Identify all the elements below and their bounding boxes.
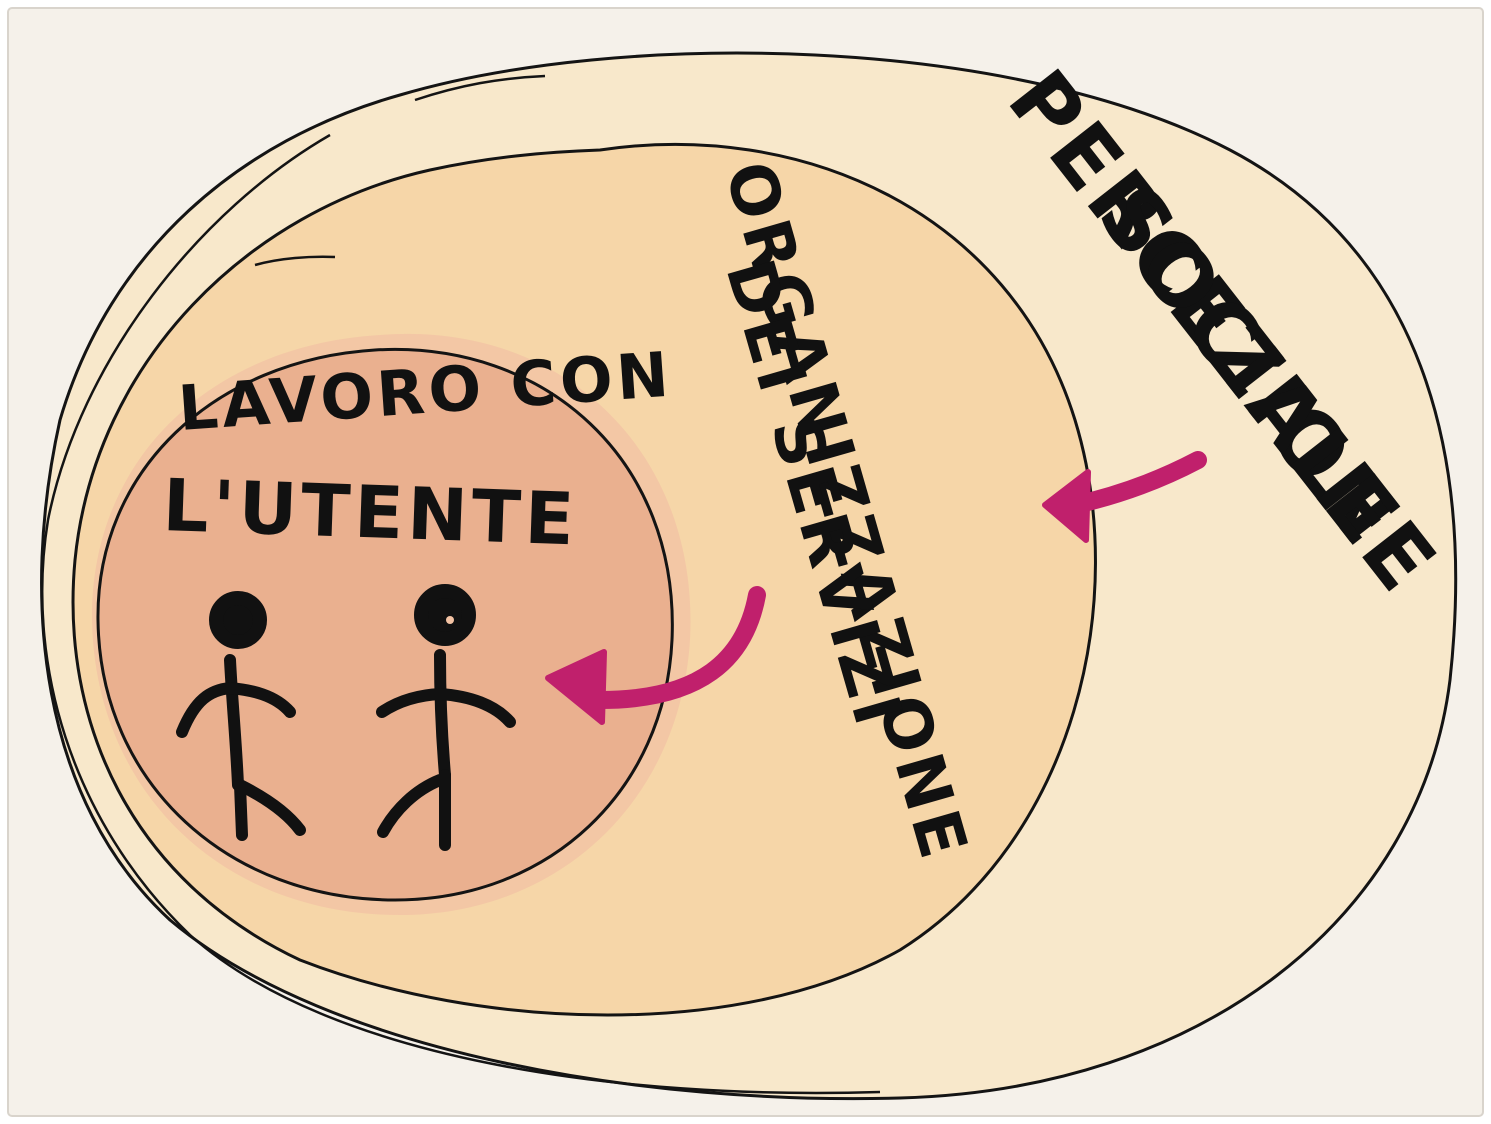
person-head (414, 584, 476, 646)
person-arms (376, 688, 516, 728)
outer-circle-sketch-tail (414, 74, 546, 102)
person-arms (176, 682, 296, 738)
outer-circle-sketch-stroke (40, 133, 881, 1095)
person-body (224, 654, 244, 791)
arrow-head-outer-to-middle (1042, 469, 1091, 543)
middle-circle-sketch-stroke (254, 255, 336, 267)
person-icon (176, 591, 306, 841)
person-body (434, 649, 451, 781)
arrow-icon (1042, 451, 1207, 543)
inner-label-line2: L'UTENTE (161, 463, 579, 561)
person-icon (376, 584, 516, 851)
person-legs (234, 779, 306, 841)
arrow-shaft-middle-to-inner (591, 586, 766, 709)
arrow-head-middle-to-inner (545, 649, 607, 725)
arrow-icon (545, 586, 766, 725)
person-legs (377, 769, 451, 851)
person-eye (446, 616, 454, 624)
person-head (209, 591, 267, 649)
